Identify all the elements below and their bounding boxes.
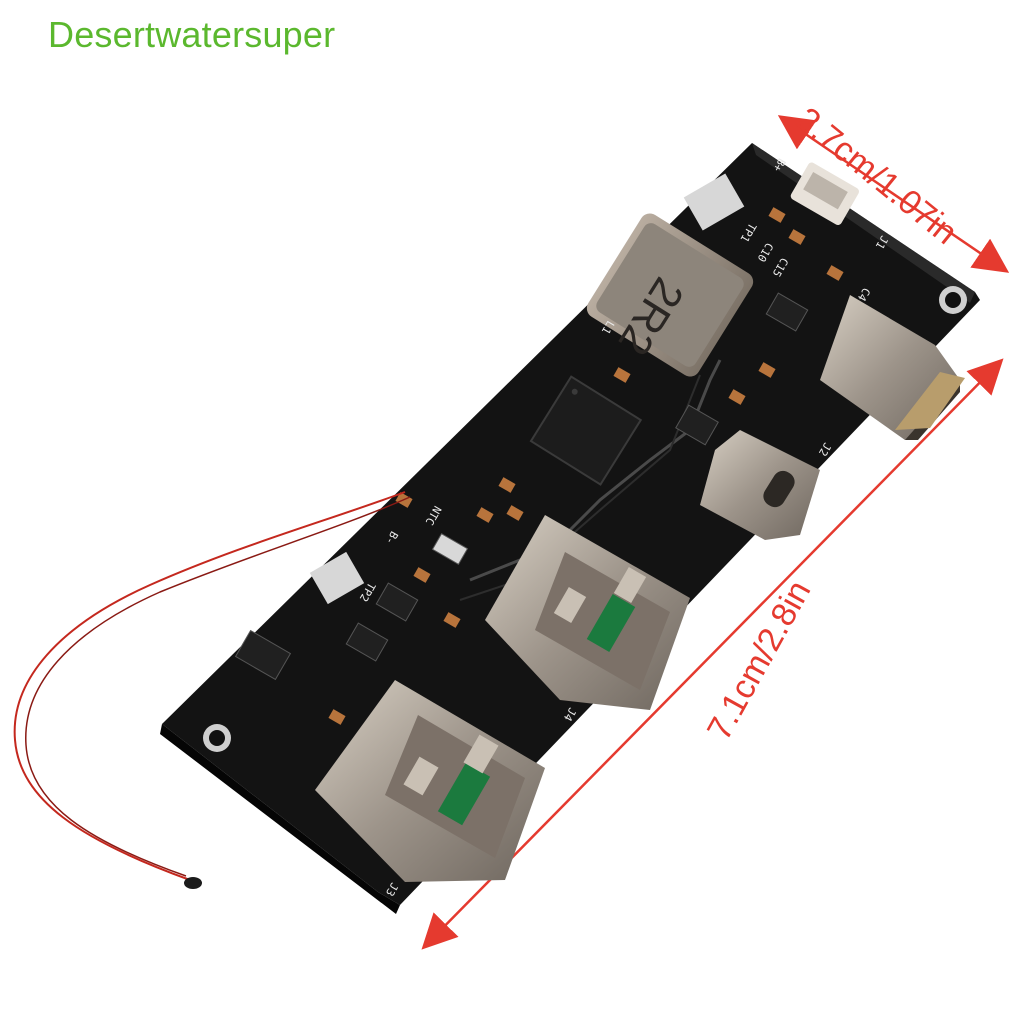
- label-b-minus: B-: [383, 529, 401, 547]
- ntc-thermistor-bead: [184, 877, 202, 889]
- ntc-thermistor-wire: [13, 491, 406, 881]
- label-b-plus: B+: [770, 156, 788, 174]
- label-j3: J3: [383, 880, 401, 898]
- label-j4: J4: [561, 705, 579, 723]
- usb-a-port-1: [485, 515, 690, 710]
- usb-a-port-2: [315, 680, 545, 882]
- usb-c-port: [700, 430, 820, 540]
- width-dimension-arrow: [777, 115, 1010, 273]
- brand-watermark: Desertwatersuper: [48, 14, 336, 55]
- label-j1: J1: [873, 233, 891, 251]
- length-dimension-arrow: [421, 358, 1004, 950]
- battery-connector: [790, 162, 860, 225]
- inductor: [586, 213, 754, 377]
- tp1-pad: [683, 173, 745, 231]
- tp2-pad: [309, 551, 365, 605]
- ntc-thermistor-wire-2: [25, 496, 411, 877]
- label-l1: L1: [599, 318, 617, 336]
- label-j2: J2: [816, 440, 834, 458]
- dc-jack: [820, 295, 965, 440]
- label-c4: C4: [855, 285, 873, 303]
- main-ic: [529, 375, 643, 486]
- small-ics: [234, 292, 809, 681]
